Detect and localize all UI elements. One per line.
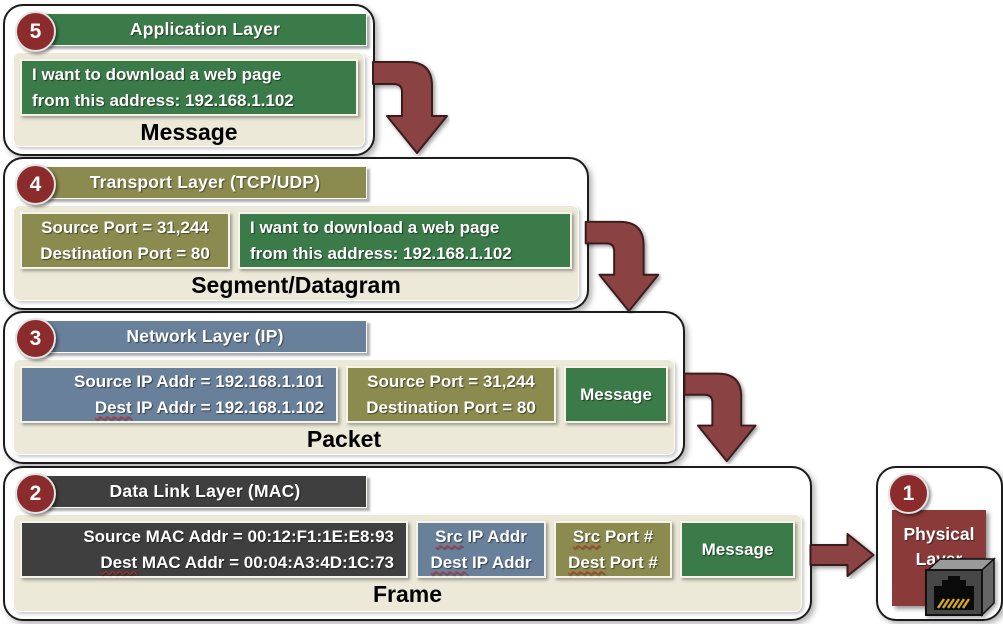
message-text-line1: I want to download a web page xyxy=(250,217,500,237)
dest-word-spellcheck: Dest xyxy=(430,552,468,572)
dest-mac-rest: MAC Addr = 00:04:A3:4D:1C:73 xyxy=(137,552,394,572)
message-text-line2: from this address: 192.168.1.102 xyxy=(250,243,512,263)
transport-layer-header: Transport Layer (TCP/UDP) xyxy=(43,166,367,199)
port-data-box: Source Port = 31,244 Destination Port = … xyxy=(346,366,556,423)
source-port-text: Source Port = 31,244 xyxy=(367,371,535,391)
message-label-text: Message xyxy=(580,384,652,404)
src-ip-rest: IP Addr xyxy=(462,526,527,546)
port-data-box: Source Port = 31,244 Destination Port = … xyxy=(20,212,230,269)
pdu-label-frame: Frame xyxy=(372,581,443,607)
layer-2-number-badge: 2 xyxy=(15,473,56,514)
bent-arrow-icon xyxy=(372,61,448,154)
dest-ip-rest: IP Addr = 192.168.1.102 xyxy=(131,397,324,417)
layer-5-number-badge: 5 xyxy=(15,11,56,52)
message-text-line2: from this address: 192.168.1.102 xyxy=(32,90,294,110)
layer-3-number-badge: 3 xyxy=(15,318,56,359)
src-ip-text: Src IP Addr xyxy=(435,524,527,550)
message-data-box: Message xyxy=(680,521,795,578)
network-layer-header: Network Layer (IP) xyxy=(43,320,367,353)
frame-panel: Source MAC Addr = 00:12:F1:1E:E8:93 Dest… xyxy=(13,514,802,612)
segment-panel: Source Port = 31,244 Destination Port = … xyxy=(13,205,579,301)
dest-word-spellcheck: Dest xyxy=(94,397,132,417)
source-ip-text: Source IP Addr = 192.168.1.101 xyxy=(74,371,324,391)
pdu-label-message: Message xyxy=(140,119,238,145)
right-arrow-icon xyxy=(809,533,875,577)
message-data-box: I want to download a web page from this … xyxy=(238,212,572,269)
src-word-spellcheck: Src xyxy=(435,526,463,546)
dest-ip-text: Dest IP Addr = 192.168.1.102 xyxy=(95,395,324,421)
ethernet-jack-icon xyxy=(925,557,996,617)
dest-ip-text: Dest IP Addr xyxy=(430,550,531,576)
datalink-layer-header: Data Link Layer (MAC) xyxy=(43,475,367,508)
port-summary-box: Src Port # Dest Port # xyxy=(554,521,672,578)
physical-title-line1: Physical xyxy=(903,524,975,544)
application-layer-header: Application Layer xyxy=(43,13,367,46)
dest-mac-text: Dest MAC Addr = 00:04:A3:4D:1C:73 xyxy=(100,550,394,576)
mac-address-data-box: Source MAC Addr = 00:12:F1:1E:E8:93 Dest… xyxy=(20,521,408,578)
datalink-layer-box: 2 Data Link Layer (MAC) Source MAC Addr … xyxy=(3,466,812,621)
application-layer-box: 5 Application Layer I want to download a… xyxy=(3,4,375,156)
ip-address-summary-box: Src IP Addr Dest IP Addr xyxy=(416,521,546,578)
src-word-spellcheck: Src xyxy=(572,526,601,546)
destination-port-text: Destination Port = 80 xyxy=(366,397,536,417)
layer-1-number-badge: 1 xyxy=(888,473,929,514)
physical-layer-box: 1 Physical Layer xyxy=(876,466,1003,621)
source-mac-text: Source MAC Addr = 00:12:F1:1E:E8:93 xyxy=(83,526,394,546)
dest-word-spellcheck: Dest xyxy=(568,552,605,572)
layer-4-number-badge: 4 xyxy=(15,164,56,205)
dest-word-spellcheck: Dest xyxy=(100,552,138,572)
pdu-label-segment: Segment/Datagram xyxy=(191,272,401,298)
packet-panel: Source IP Addr = 192.168.1.101 Dest IP A… xyxy=(13,359,675,455)
destination-port-text: Destination Port = 80 xyxy=(40,243,210,263)
src-port-text: Src Port # xyxy=(573,524,653,550)
dest-port-rest: Port # xyxy=(604,552,658,572)
dest-ip-rest: IP Addr xyxy=(467,552,532,572)
message-panel: I want to download a web page from this … xyxy=(13,52,365,147)
src-port-rest: Port # xyxy=(600,526,654,546)
pdu-label-packet: Packet xyxy=(306,426,382,452)
bent-arrow-icon xyxy=(683,372,757,463)
bent-arrow-icon xyxy=(584,220,660,313)
transport-layer-box: 4 Transport Layer (TCP/UDP) Source Port … xyxy=(3,157,589,310)
message-text-line1: I want to download a web page xyxy=(32,64,282,84)
message-data-box: I want to download a web page from this … xyxy=(20,59,358,116)
message-data-box: Message xyxy=(564,366,668,423)
network-layer-box: 3 Network Layer (IP) Source IP Addr = 19… xyxy=(3,311,685,464)
message-label-text: Message xyxy=(701,539,774,559)
dest-port-text: Dest Port # xyxy=(568,550,658,576)
source-port-text: Source Port = 31,244 xyxy=(41,217,209,237)
ip-address-data-box: Source IP Addr = 192.168.1.101 Dest IP A… xyxy=(20,366,338,423)
